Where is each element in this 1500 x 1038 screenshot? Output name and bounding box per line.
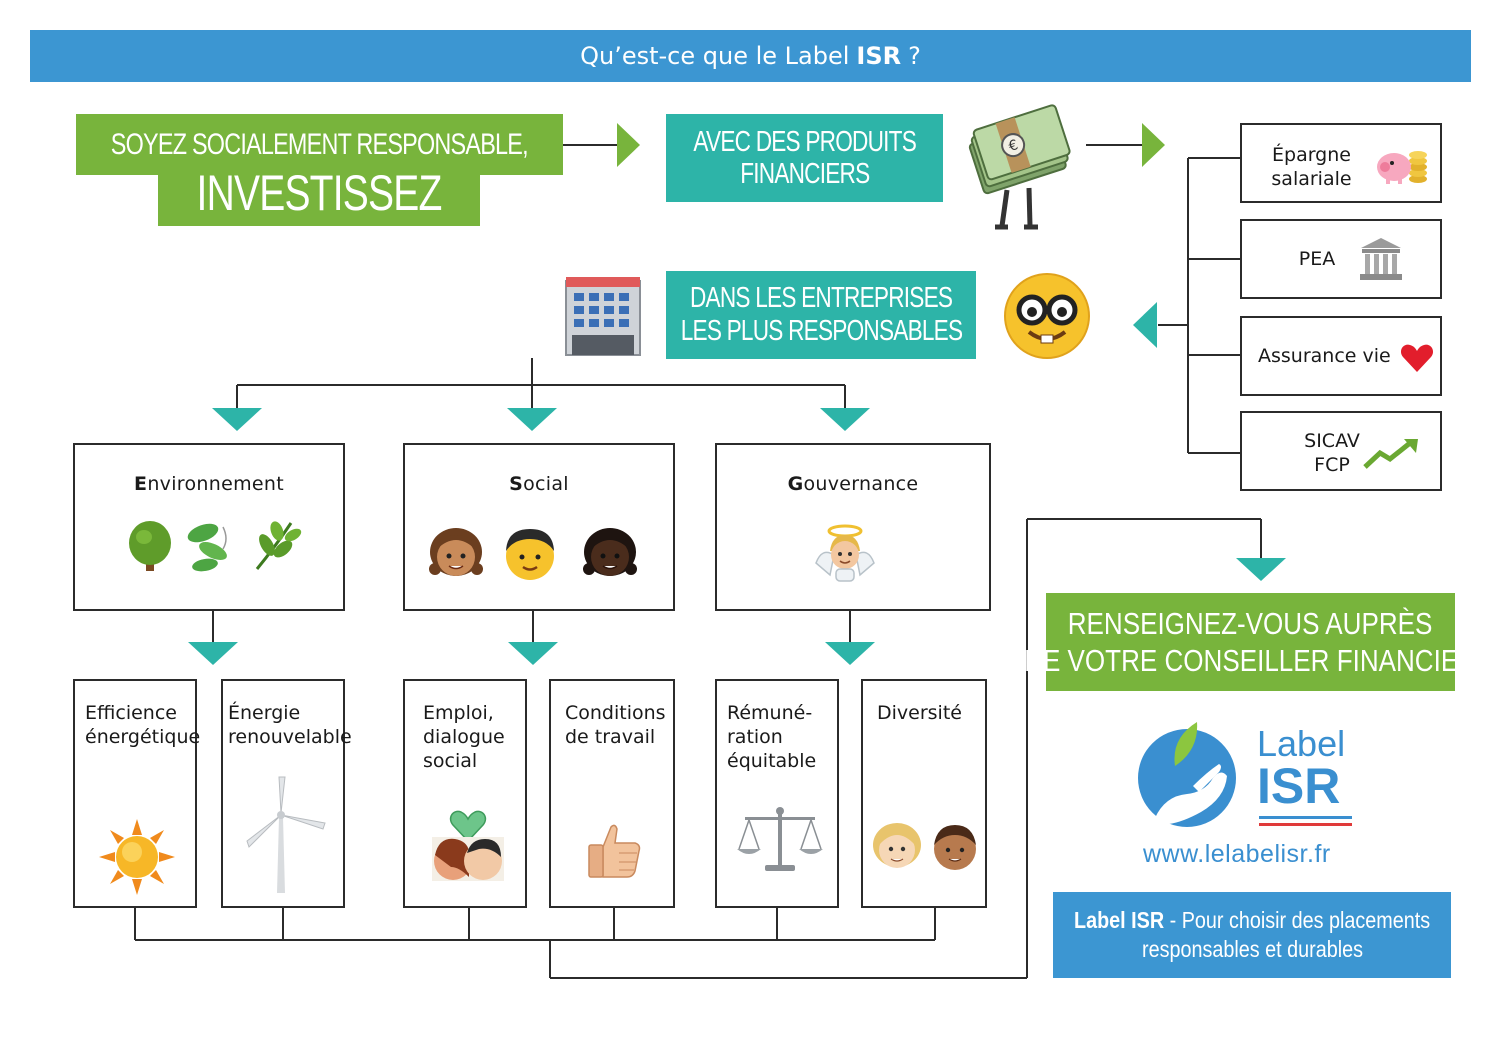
logo-word-isr: ISR [1257, 758, 1341, 814]
heart-icon [1400, 344, 1434, 372]
product-assurance-vie: Assurance vie [1240, 316, 1442, 396]
girl-dark-icon [583, 528, 637, 576]
title-bold: ISR [856, 42, 902, 70]
criterion-label: Diversité [877, 702, 962, 724]
scales-icon [737, 807, 823, 871]
category-title: Environnement [134, 473, 284, 495]
title-banner: Qu’est-ce que le Label ISR ? [30, 30, 1471, 82]
office-building-icon [565, 277, 641, 356]
logo-url: www.lelabelisr.fr [1143, 840, 1331, 868]
product-sicav-fcp: SICAV FCP [1240, 411, 1442, 491]
title-suffix: ? [908, 42, 921, 70]
logo-word-label: Label [1257, 723, 1346, 764]
people-icon [873, 823, 976, 870]
chart-up-icon [1363, 439, 1418, 469]
nerd-face-icon [1004, 273, 1090, 359]
herb-icon [255, 521, 302, 570]
advice-box: RENSEIGNEZ-VOUS AUPRÈS DE VOTRE CONSEILL… [1024, 593, 1477, 691]
step3-box: DANS LES ENTREPRISES LES PLUS RESPONSABL… [666, 271, 976, 359]
product-epargne-salariale: Épargne salariale [1240, 123, 1442, 203]
product-label: SICAV FCP [1304, 430, 1360, 476]
footer-line1: Label ISR - Pour choisir des placements [1073, 907, 1431, 933]
wind-turbine-icon [246, 776, 326, 893]
step3-line1: DANS LES ENTREPRISES [689, 282, 953, 314]
logo-stripe-white [1259, 820, 1352, 822]
footer-line2: responsables et durables [1141, 936, 1363, 962]
category-title: Gouvernance [787, 473, 919, 495]
bank-icon [1360, 238, 1402, 280]
money-icon: € [968, 104, 1071, 230]
criterion-diversite: Diversité [861, 679, 987, 908]
step1-box-bottom: INVESTISSEZ [158, 160, 480, 226]
label-isr-logo-icon [1138, 722, 1236, 827]
girl-icon [429, 528, 483, 576]
footer-box: Label ISR - Pour choisir des placements … [1053, 892, 1451, 978]
category-social: Social [403, 443, 675, 611]
step2-line2: FINANCIERS [739, 158, 870, 190]
kiss-icon [432, 810, 504, 881]
step3-line2: LES PLUS RESPONSABLES [680, 315, 962, 347]
logo-stripe-blue [1259, 816, 1352, 819]
product-label: Épargne salariale [1271, 144, 1352, 190]
logo-stripe-red [1259, 823, 1352, 826]
step2-line1: AVEC DES PRODUITS [693, 126, 916, 158]
piggy-bank-icon [1377, 151, 1427, 184]
step2-box: AVEC DES PRODUITS FINANCIERS [666, 114, 943, 202]
step1-line1: SOYEZ SOCIALEMENT RESPONSABLE, [111, 127, 529, 161]
product-label: Assurance vie [1258, 345, 1391, 367]
category-title: Social [509, 473, 569, 495]
tree-icon [129, 521, 171, 571]
advice-line2: DE VOTRE CONSEILLER FINANCIER [1024, 643, 1477, 678]
product-pea: PEA [1240, 219, 1442, 299]
title-prefix: Qu’est-ce que le Label [580, 42, 850, 70]
thumbs-up-icon [588, 824, 641, 878]
category-gouvernance: Gouvernance [715, 443, 991, 611]
sun-icon [99, 819, 175, 895]
leaves-icon [187, 523, 227, 572]
advice-line1: RENSEIGNEZ-VOUS AUPRÈS [1068, 606, 1433, 641]
boy-icon [506, 529, 554, 580]
step1-line2: INVESTISSEZ [196, 165, 443, 221]
angel-icon [815, 524, 875, 582]
category-environnement: Environnement [73, 443, 345, 611]
product-label: PEA [1298, 248, 1336, 270]
